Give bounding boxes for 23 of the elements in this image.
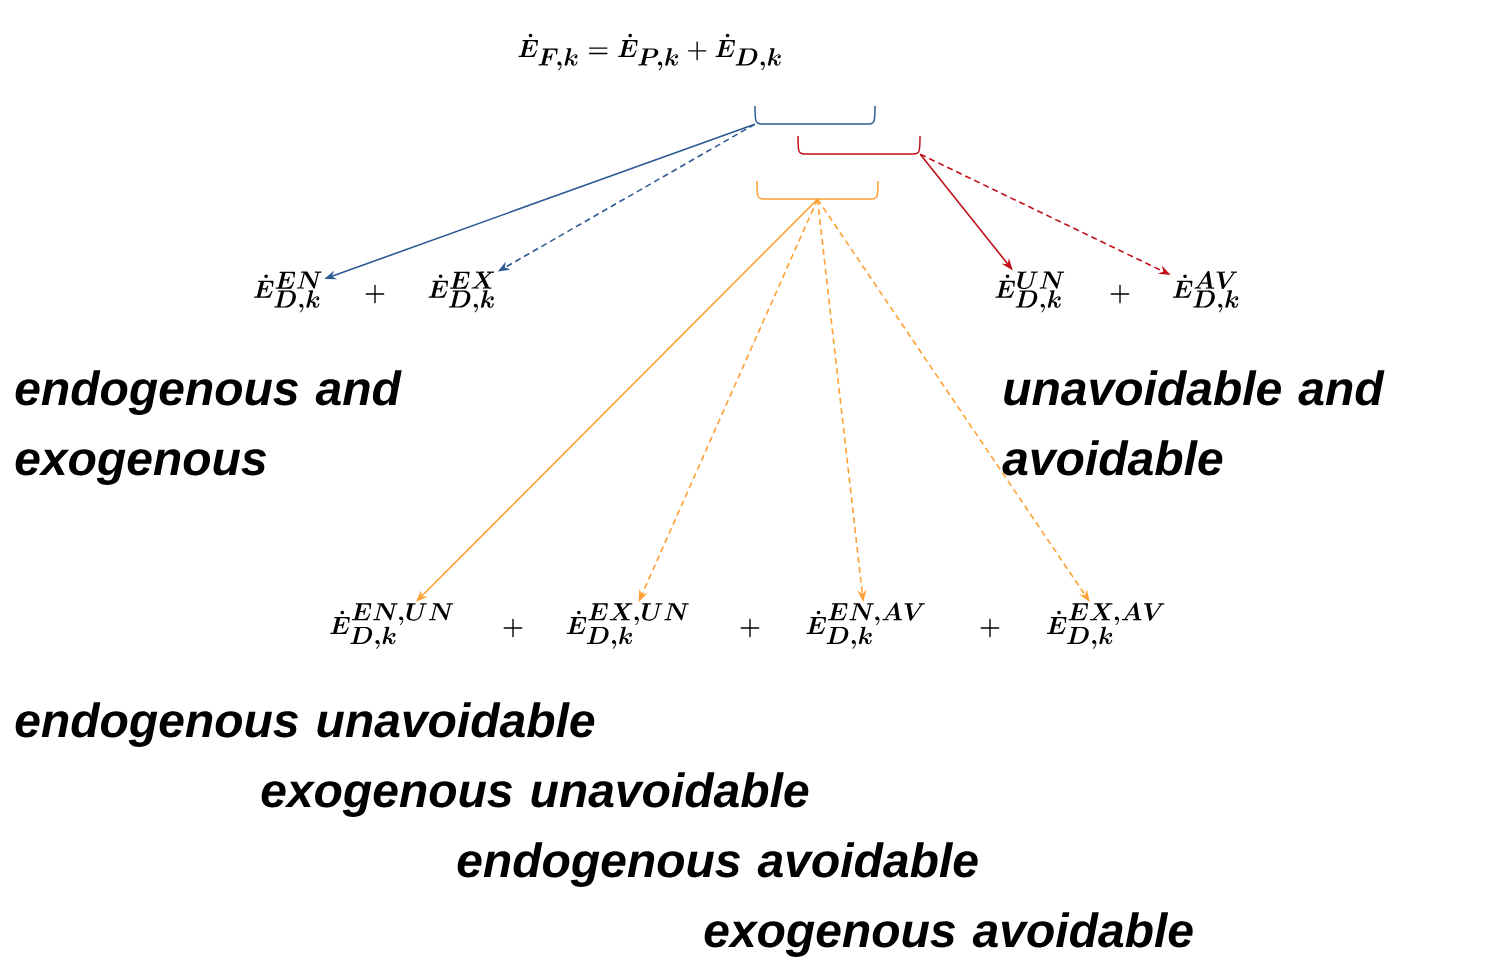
formula: $\dot{E}^{EX,UN}_{D,k}$ (566, 603, 689, 649)
formula: $\dot{E}_{F,k} = \dot{E}_{P,k} + \dot{E}_{D,k}$ (518, 33, 781, 71)
caption-text: endogenous unavoidable (15, 702, 595, 747)
plus-sign: $+$ (1110, 284, 1130, 304)
formula: $\dot{E}^{EN,UN}_{D,k}$ (330, 603, 454, 649)
brace (756, 180, 879, 200)
formula: $\dot{E}^{EN,AV}_{D,k}$ (806, 602, 925, 649)
caption-text: exogenous avoidable (704, 912, 1193, 957)
caption-text: endogenous and exogenous (15, 370, 402, 485)
brace (754, 105, 876, 125)
formula: $\dot{E}^{EX,AV}_{D,k}$ (1046, 602, 1165, 649)
formula: $\dot{E}^{AV}_{D,k}$ (1172, 271, 1239, 313)
plus-sign: $+$ (503, 618, 523, 638)
plus-sign: $+$ (980, 618, 1000, 638)
caption-text: unavoidable and avoidable (1002, 370, 1385, 476)
caption-text: endogenous avoidable (457, 842, 978, 887)
plus-sign: $+$ (740, 618, 760, 638)
formula: $\dot{E}^{UN}_{D,k}$ (995, 271, 1065, 313)
formula: $\dot{E}^{EX}_{D,k}$ (428, 271, 495, 313)
caption-text: exogenous unavoidable (261, 772, 809, 817)
formula: $\dot{E}^{EN}_{D,k}$ (254, 271, 322, 313)
brace (797, 135, 921, 155)
plus-sign: $+$ (365, 284, 385, 304)
